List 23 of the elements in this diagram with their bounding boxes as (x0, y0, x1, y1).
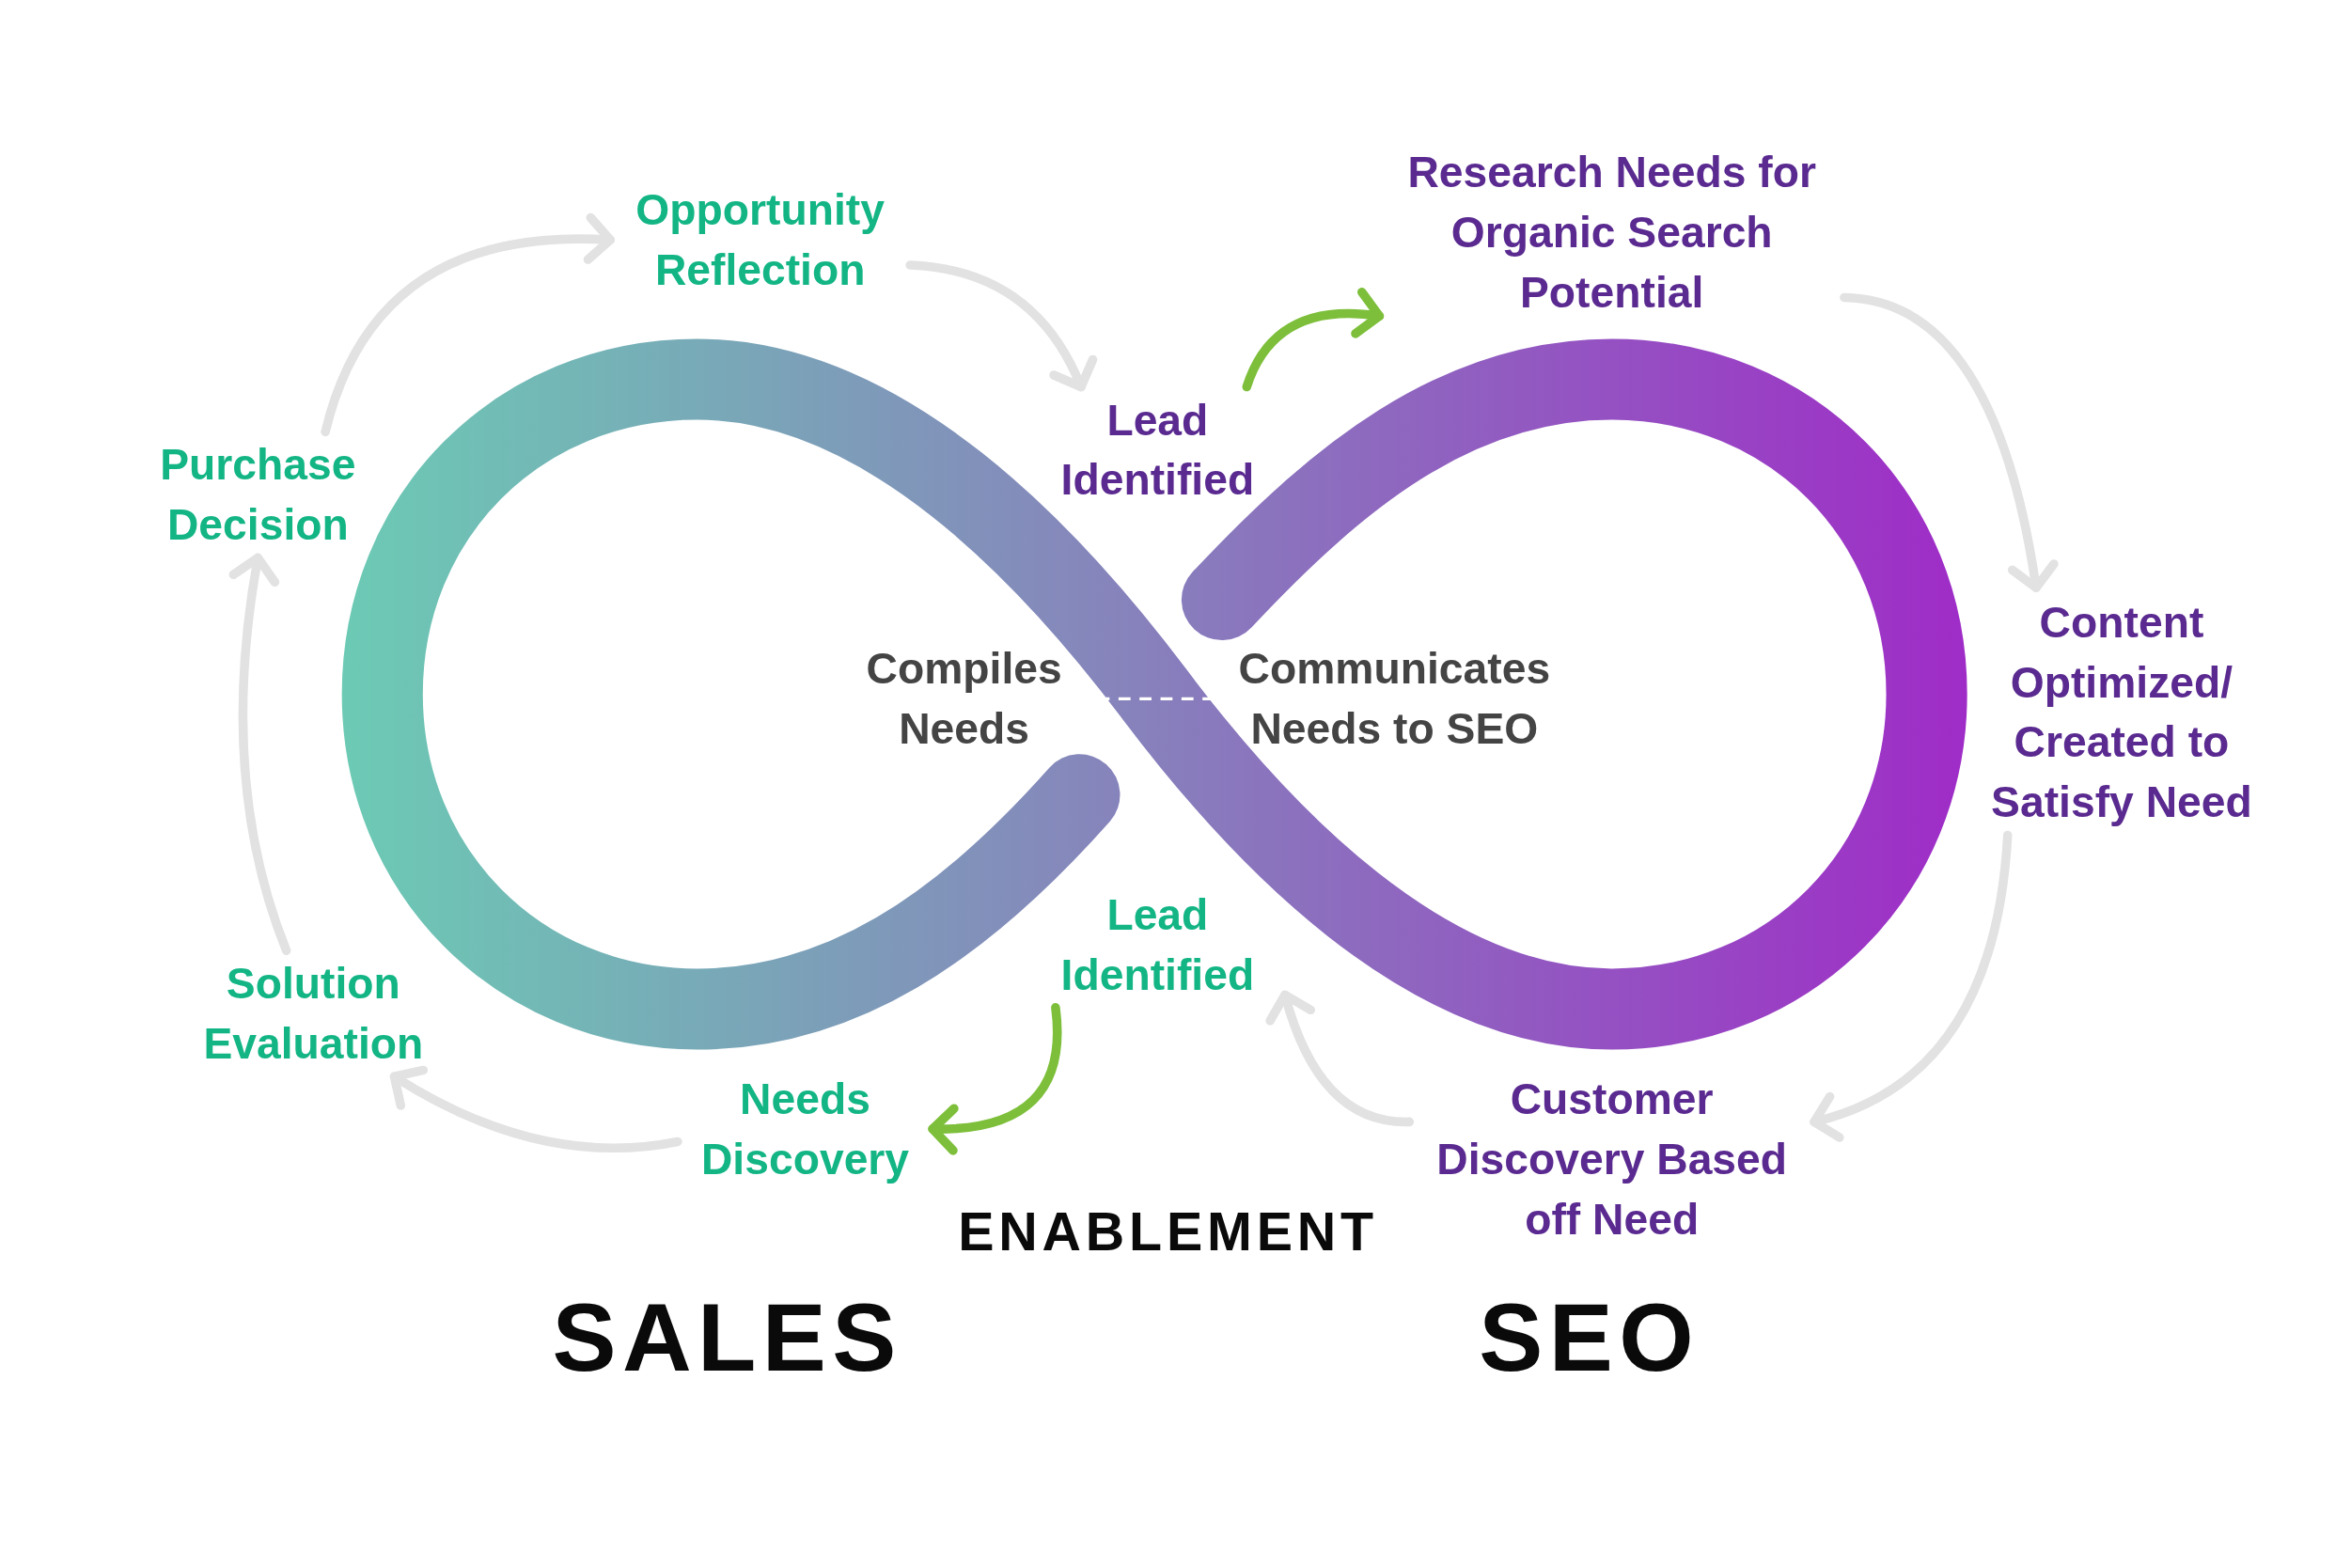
stage-label: Lead Identified (1029, 386, 1285, 513)
curved-arrow (321, 213, 615, 437)
curved-arrow (905, 260, 1097, 392)
stage-label: Content Optimized/ Created to Satisfy Need (1979, 588, 2265, 836)
section-label: ENABLEMENT (958, 1200, 1378, 1264)
team-heading: SEO (1479, 1282, 1701, 1393)
curved-arrow (928, 1003, 1062, 1154)
stage-label: Lead Identified (1029, 881, 1285, 1008)
curved-arrow (1840, 292, 2059, 593)
curved-arrow (1810, 830, 2013, 1141)
curved-arrow (1266, 990, 1415, 1127)
stage-label: Communicates Needs to SEO (1221, 635, 1567, 762)
curved-arrow (228, 553, 291, 956)
team-heading: SALES (552, 1282, 902, 1393)
curved-arrow (1242, 288, 1385, 392)
curved-arrow (389, 1064, 682, 1153)
stage-label: Research Needs for Organic Search Potential (1379, 139, 1844, 326)
stage-label: Purchase Decision (145, 431, 370, 558)
stage-label: Needs Discovery (677, 1066, 933, 1193)
stage-label: Opportunity Reflection (610, 177, 911, 304)
stage-label: Solution Evaluation (178, 950, 448, 1077)
stage-label: Compiles Needs (851, 635, 1077, 762)
stage-label: Customer Discovery Based off Need (1409, 1066, 1814, 1252)
